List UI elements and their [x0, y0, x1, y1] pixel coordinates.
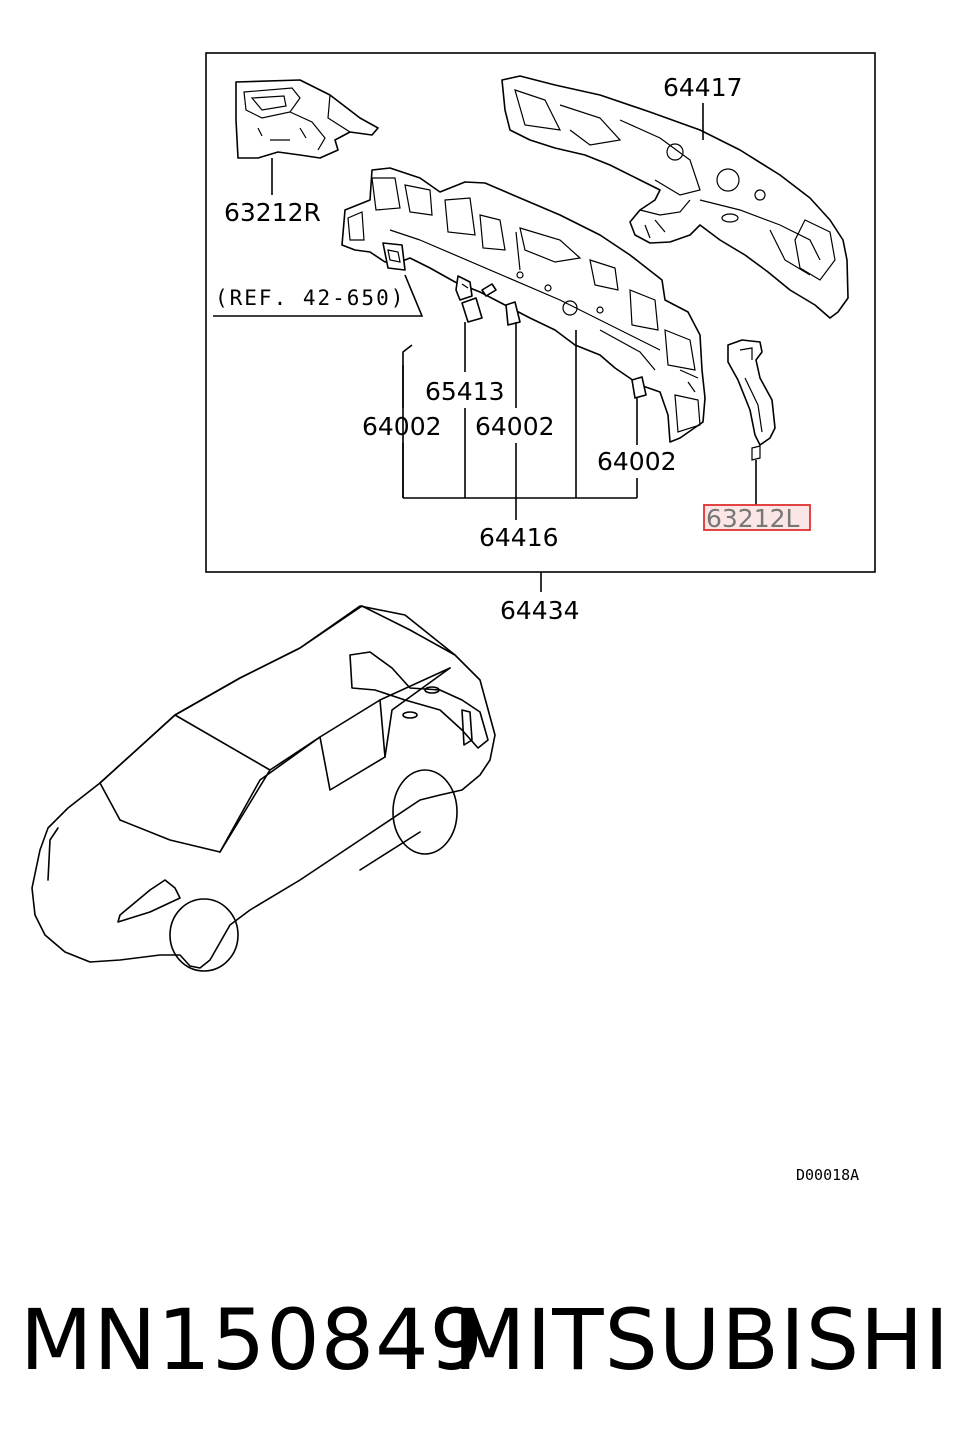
label-65413: 65413 — [425, 377, 505, 406]
label-63212L: 63212L — [706, 504, 800, 533]
leader-lines — [213, 103, 757, 592]
label-64002-left: 64002 — [362, 412, 442, 441]
label-64434: 64434 — [500, 596, 580, 625]
label-64002-right: 64002 — [597, 447, 677, 476]
label-64416: 64416 — [479, 523, 559, 552]
footer-brand: MITSUBISHI — [452, 1291, 950, 1389]
label-64002-center: 64002 — [475, 412, 555, 441]
diagram-code: D00018A — [796, 1166, 859, 1184]
label-64417: 64417 — [663, 73, 743, 102]
footer: MN150849 MITSUBISHI — [20, 1290, 950, 1390]
part-64416-drawing — [341, 167, 706, 443]
label-ref-42-650: (REF. 42-650) — [215, 286, 405, 310]
highlight-box — [703, 504, 811, 531]
car-outline-drawing — [31, 605, 496, 972]
footer-part-number: MN150849 — [20, 1291, 484, 1389]
bracket-drawings — [382, 242, 647, 399]
highlighted-part-63212L[interactable]: 63212L — [703, 504, 811, 533]
label-63212R: 63212R — [224, 198, 321, 227]
part-63212R-drawing — [235, 79, 379, 159]
part-63212L-drawing — [727, 339, 776, 461]
part-64417-drawing — [501, 75, 849, 319]
